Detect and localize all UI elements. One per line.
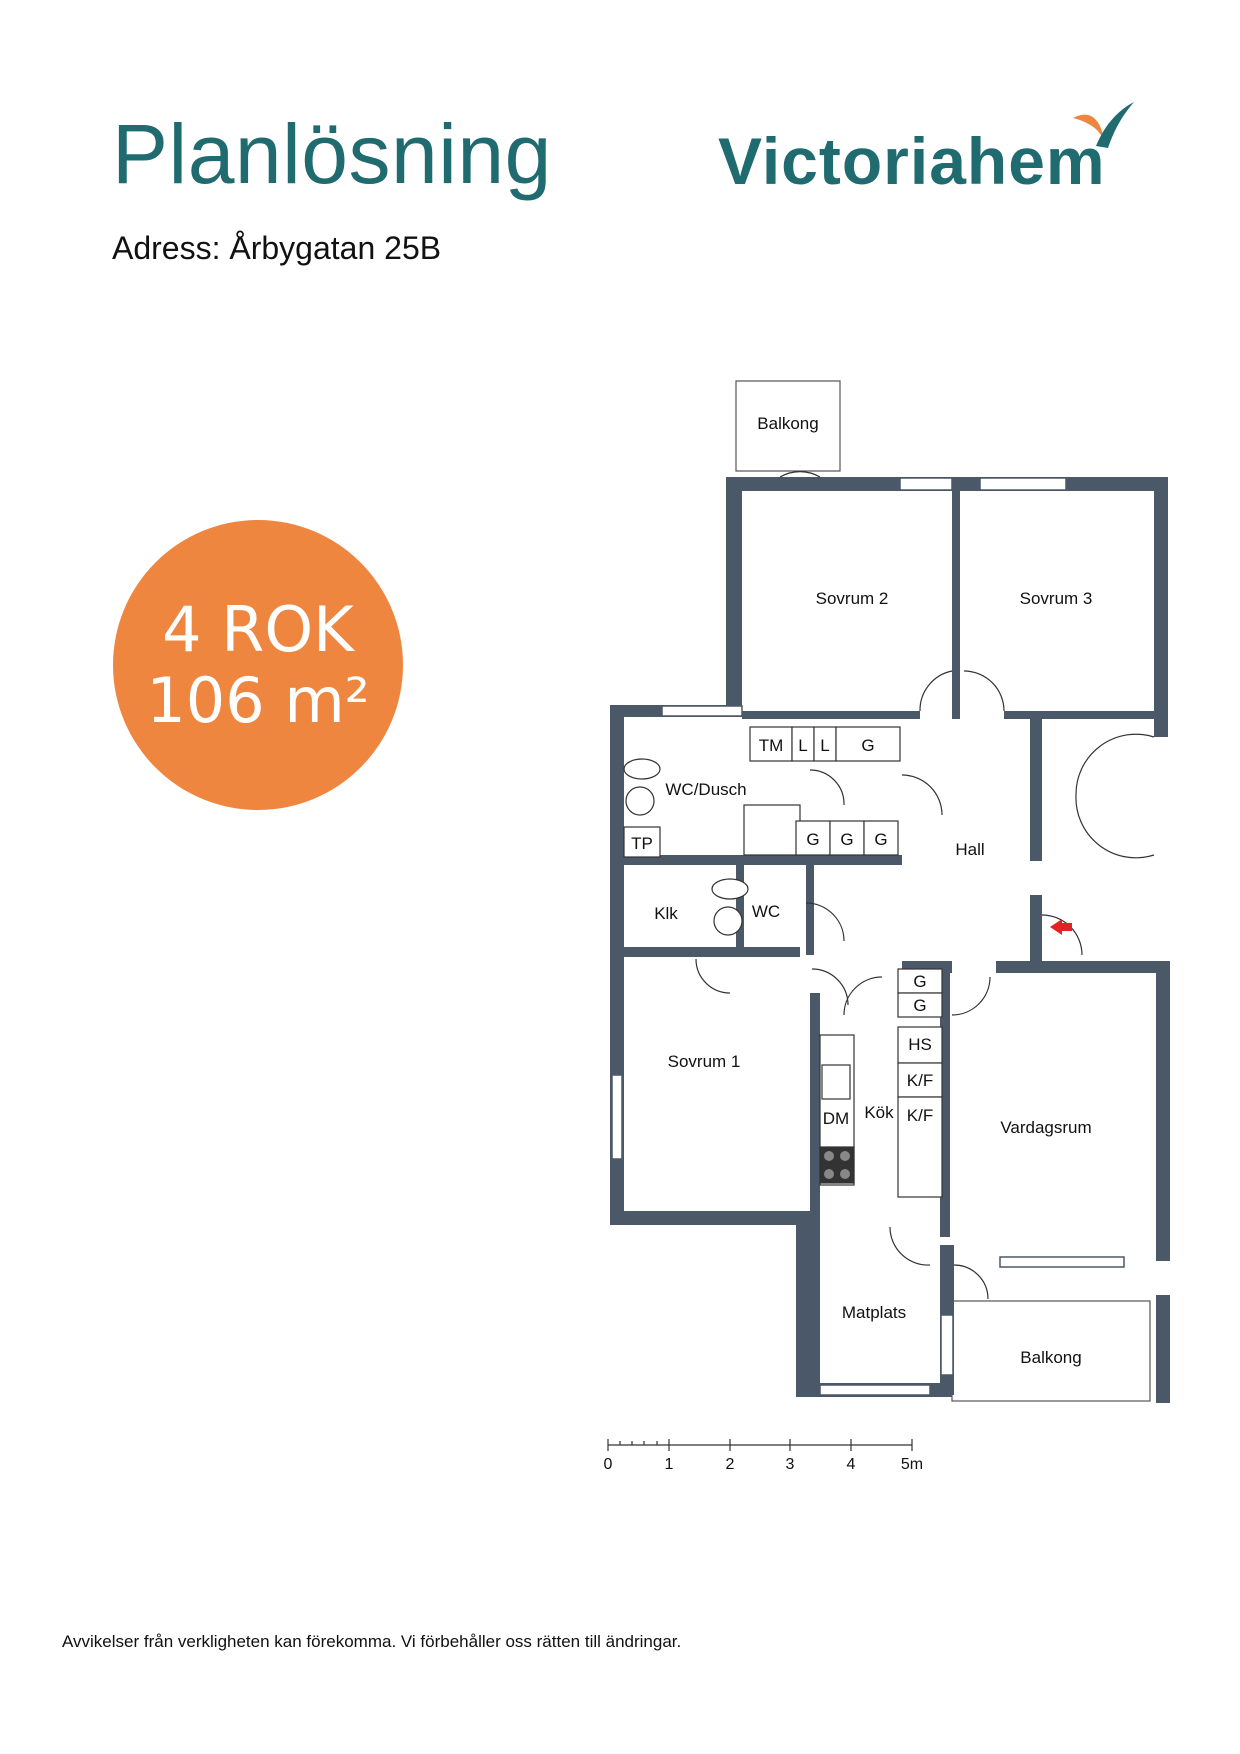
cabinet-label-l1: L <box>798 736 807 755</box>
room-label-sovrum2: Sovrum 2 <box>816 589 889 608</box>
cabinet-label-hs: HS <box>908 1035 932 1054</box>
cabinet-label-g2: G <box>840 830 853 849</box>
scale-tick-3: 3 <box>786 1456 795 1473</box>
page-title: Planlösning <box>112 107 552 201</box>
fixtures <box>623 726 943 1198</box>
address-text: Adress: Årbygatan 25B <box>112 230 442 266</box>
cabinet-label-kf2: K/F <box>907 1106 933 1125</box>
cabinet-label-kf1: K/F <box>907 1071 933 1090</box>
room-label-wc: WC <box>752 902 780 921</box>
door-swings <box>695 471 1155 1300</box>
room-label-balkong-bottom: Balkong <box>1020 1348 1081 1367</box>
bird-icon <box>1073 102 1134 148</box>
room-label-kok: Kök <box>864 1103 894 1122</box>
victoriahem-logo: Victoriahem <box>718 96 1138 206</box>
scale-tick-2: 2 <box>726 1456 735 1473</box>
room-label-klk: Klk <box>654 904 678 923</box>
scale-tick-1: 1 <box>665 1456 674 1473</box>
balcony-top-outline <box>735 380 841 472</box>
room-label-wc-dusch: WC/Dusch <box>665 780 746 799</box>
cabinet-label-g3: G <box>874 830 887 849</box>
scale-tick-5: 5m <box>901 1456 923 1473</box>
floor-plan: Balkong Sovrum 2 Sovrum 3 WC/Dusch TM L … <box>604 380 1170 1473</box>
windows <box>611 477 1125 1396</box>
room-label-hall: Hall <box>955 840 984 859</box>
appliance-label-dm: DM <box>823 1109 849 1128</box>
cabinet-label-g-top: G <box>861 736 874 755</box>
scale-bar <box>607 1439 913 1451</box>
room-label-matplats: Matplats <box>842 1303 906 1322</box>
cabinet-label-tm: TM <box>759 736 784 755</box>
room-label-balkong-top: Balkong <box>757 414 818 433</box>
cabinet-label-tp: TP <box>631 834 653 853</box>
room-label-sovrum1: Sovrum 1 <box>668 1052 741 1071</box>
cabinet-label-g4: G <box>913 972 926 991</box>
cabinet-label-g5: G <box>913 996 926 1015</box>
scale-tick-0: 0 <box>604 1456 613 1473</box>
logo-text: Victoriahem <box>718 124 1106 198</box>
apartment-size-badge: 4 ROK 106 m² <box>113 520 403 810</box>
cabinet-label-l2: L <box>820 736 829 755</box>
scale-tick-4: 4 <box>847 1456 856 1473</box>
badge-area: 106 m² <box>146 664 370 737</box>
entrance-arrow-icon <box>1050 919 1072 935</box>
room-label-sovrum3: Sovrum 3 <box>1020 589 1093 608</box>
badge-rooms: 4 ROK <box>162 592 354 666</box>
disclaimer-text: Avvikelser från verkligheten kan förekom… <box>62 1632 682 1651</box>
stove-burners <box>824 1151 850 1179</box>
room-label-vardagsrum: Vardagsrum <box>1000 1118 1091 1137</box>
cabinet-label-g1: G <box>806 830 819 849</box>
